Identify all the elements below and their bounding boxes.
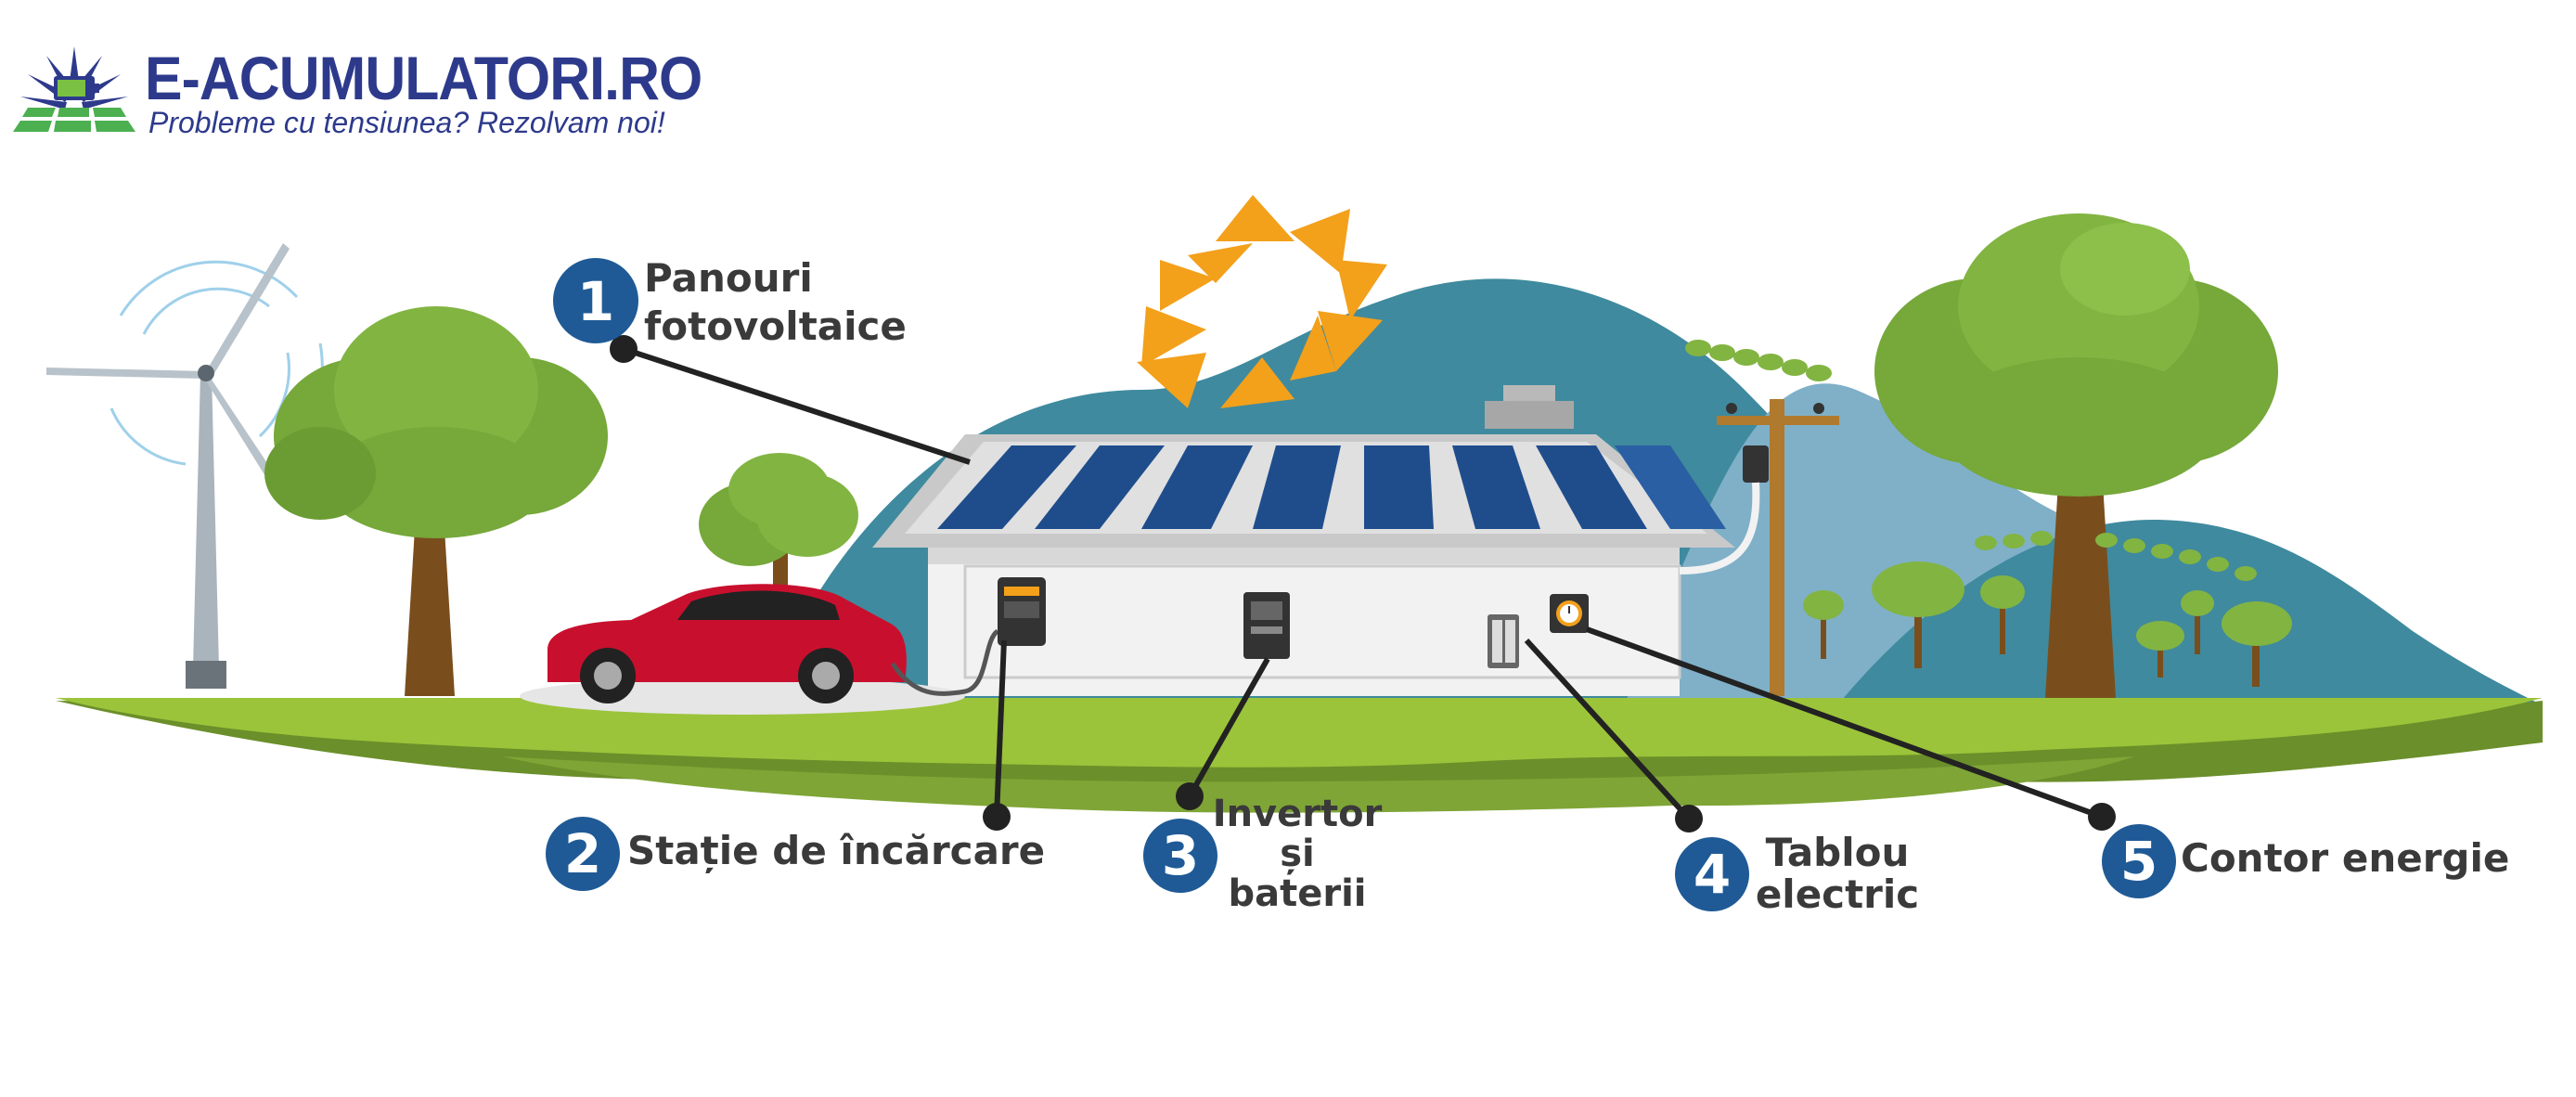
svg-text:1: 1	[577, 270, 614, 333]
brand-tagline: Probleme cu tensiunea? Rezolvam noi!	[148, 106, 665, 139]
callout-label-2: Stație de încărcare	[627, 828, 1046, 873]
electrical-panel-icon	[1488, 614, 1519, 668]
leader-dots	[610, 335, 2116, 832]
car-icon	[520, 584, 965, 715]
callout-3-line-3: baterii	[1228, 872, 1367, 916]
callout-label-4: Tablou electric	[1745, 832, 1930, 916]
svg-text:4: 4	[1694, 843, 1731, 906]
callout-label-1: Panouri fotovoltaice	[644, 254, 907, 351]
leader-lines	[623, 346, 2104, 821]
callout-1-line-1: Panouri	[644, 255, 813, 301]
callout-badge-1: 1	[553, 258, 638, 343]
callout-4-line-1: Tablou	[1765, 830, 1910, 875]
tree-small-icon	[699, 453, 858, 640]
solar-panels-icon	[937, 445, 1726, 529]
callout-3-line-1: Invertor	[1212, 793, 1383, 835]
charging-station-icon	[890, 577, 1046, 696]
brand-name: E-ACUMULATORI.RO	[145, 44, 702, 112]
wind-turbine-icon	[46, 243, 324, 689]
ground-lower-band	[501, 756, 2134, 813]
callout-label-3: Invertor și baterii	[1204, 794, 1390, 915]
sun-icon	[1137, 195, 1387, 408]
callout-badge-4: 4	[1675, 837, 1749, 911]
callout-badge-3: 3	[1143, 819, 1217, 893]
callout-1-line-2: fotovoltaice	[644, 303, 907, 350]
callout-label-5: Contor energie	[2181, 835, 2510, 881]
svg-text:3: 3	[1162, 824, 1199, 887]
callout-badge-5: 5	[2102, 824, 2176, 898]
power-pole-icon	[1679, 399, 1839, 696]
svg-text:5: 5	[2120, 830, 2157, 893]
callout-3-line-2: și	[1280, 832, 1315, 876]
callout-5-line-1: Contor energie	[2181, 835, 2510, 881]
tree-right-icon	[1874, 213, 2278, 698]
callout-2-line-1: Stație de încărcare	[627, 828, 1046, 873]
callout-4-line-2: electric	[1755, 871, 1920, 918]
callout-badge-2: 2	[546, 817, 620, 891]
tree-left-icon	[264, 306, 608, 696]
energy-meter-icon	[1550, 594, 1589, 633]
inverter-icon	[1243, 592, 1290, 659]
brand-logo-icon	[13, 46, 135, 132]
svg-text:2: 2	[564, 822, 601, 885]
background-trees	[1685, 340, 2292, 687]
